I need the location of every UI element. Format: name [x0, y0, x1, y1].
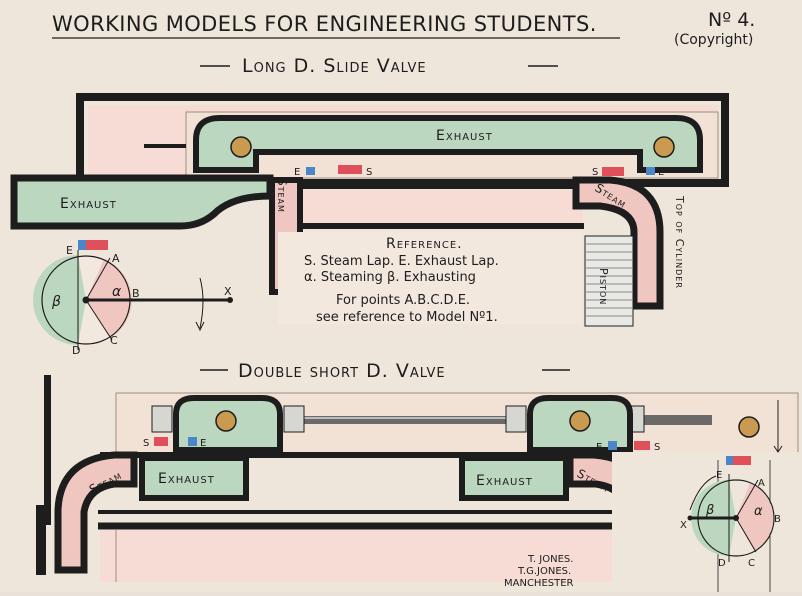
- valve-exhaust-label: Exhaust: [436, 128, 493, 144]
- port-label-e-left: E: [294, 167, 300, 178]
- exhaust-pipe: [10, 174, 274, 230]
- bottom-port-label-s-left: S: [143, 438, 149, 449]
- crank-diagram-beta-sector: [33, 255, 86, 345]
- bottom-lap-marker-s-right: [634, 441, 650, 450]
- bottom-crank-label-e: E: [716, 470, 722, 481]
- exhaust-cavity-right: [459, 455, 569, 501]
- crank-label-b: B: [132, 287, 140, 300]
- valve-pin-right[interactable]: [653, 136, 675, 158]
- top-model-title: Long D. Slide Valve: [242, 55, 427, 77]
- bottom-model-title: Double short D. Valve: [238, 360, 446, 382]
- copyright-note: (Copyright): [674, 32, 753, 48]
- rod-nut-left: [151, 405, 173, 433]
- bottom-crank-label-x: X: [680, 520, 687, 531]
- strip-pin[interactable]: [738, 416, 760, 438]
- bottom-port-label-e-right: E: [596, 442, 602, 453]
- exhaust-cavity-left: [139, 455, 249, 501]
- scale-arrow: [773, 445, 783, 453]
- bottom-crank-label-beta: β: [705, 503, 714, 518]
- exhaust-pipe-label: Exhaust: [60, 196, 117, 212]
- bottom-port-label-s-right: S: [654, 442, 660, 453]
- card-title: WORKING MODELS FOR ENGINEERING STUDENTS.: [52, 12, 597, 36]
- cylinder-interior: [303, 190, 583, 226]
- crank-label-e: E: [66, 244, 73, 257]
- reference-line-3: For points A.B.C.D.E.: [336, 293, 470, 308]
- bottom-crank-diagram: [687, 456, 775, 562]
- bottom-steam-port-left: [54, 451, 138, 574]
- piston-label: Piston: [597, 268, 610, 305]
- crank-label-c: C: [110, 334, 118, 347]
- bottom-crank-label-a: A: [758, 478, 765, 489]
- bottom-crank-label-alpha: α: [754, 504, 763, 519]
- piston-hatching: [585, 243, 633, 317]
- cylinder-bore: [100, 530, 626, 582]
- top-crank-diagram: [33, 240, 233, 350]
- bottom-crank-label-c: C: [748, 558, 755, 569]
- maker-line-1: T. JONES.: [527, 554, 573, 565]
- crank-label-d: D: [72, 344, 80, 357]
- top-of-cylinder-label: Top of Cylinder: [673, 195, 686, 289]
- exhaust-cavity-left-label: Exhaust: [158, 471, 215, 487]
- lap-marker-s-red-right: [602, 167, 624, 176]
- bottom-lap-marker-e-right: [608, 441, 617, 450]
- maker-line-2: T.G.JONES.: [517, 566, 571, 577]
- crank-label-x: X: [224, 285, 232, 298]
- steam-port-left-label: Steam: [275, 178, 289, 213]
- lap-marker-s-red-left: [338, 165, 362, 174]
- rod-nut-mid-left: [283, 405, 305, 433]
- crank-label-a: A: [112, 252, 120, 265]
- long-d-valve-body[interactable]: [193, 115, 703, 173]
- reference-line-4: see reference to Model Nº1.: [316, 310, 498, 325]
- rod-nut-mid-right: [505, 405, 527, 433]
- port-label-s-left: S: [366, 167, 372, 178]
- bottom-crank-label-d: D: [718, 558, 726, 569]
- cylinder-end-wall: [44, 375, 51, 525]
- port-label-s-right: S: [592, 167, 598, 178]
- cylinder-flange-left: [36, 505, 46, 575]
- reference-line-1: S. Steam Lap. E. Exhaust Lap.: [304, 254, 499, 269]
- bottom-lap-marker-e-left: [188, 437, 197, 446]
- bottom-crank-label-b: B: [774, 514, 781, 525]
- model-number: Nº 4.: [708, 9, 755, 31]
- short-valve-pin-right[interactable]: [569, 410, 591, 432]
- reference-panel: [278, 232, 582, 324]
- port-label-e-right: E: [658, 167, 664, 178]
- crank-diagram-mid-sector: [78, 254, 104, 300]
- lap-marker-e-blue-right: [646, 167, 655, 175]
- piston[interactable]: [584, 235, 634, 327]
- short-valve-pin-left[interactable]: [215, 410, 237, 432]
- bottom-port-label-e-left: E: [200, 438, 206, 449]
- maker-line-3: MANCHESTER: [504, 578, 574, 589]
- bottom-lap-marker-s-left: [154, 437, 168, 446]
- exhaust-cavity-right-label: Exhaust: [476, 473, 533, 489]
- reference-heading: Reference.: [386, 236, 463, 252]
- steam-port-right: [572, 176, 664, 310]
- lap-marker-e-blue-left: [306, 167, 315, 175]
- crank-label-alpha: α: [112, 284, 122, 300]
- crank-label-beta: β: [51, 294, 61, 310]
- crank-diagram-low-sector: [78, 300, 110, 346]
- reference-line-2: α. Steaming β. Exhausting: [304, 270, 476, 285]
- valve-pin-left[interactable]: [230, 136, 252, 158]
